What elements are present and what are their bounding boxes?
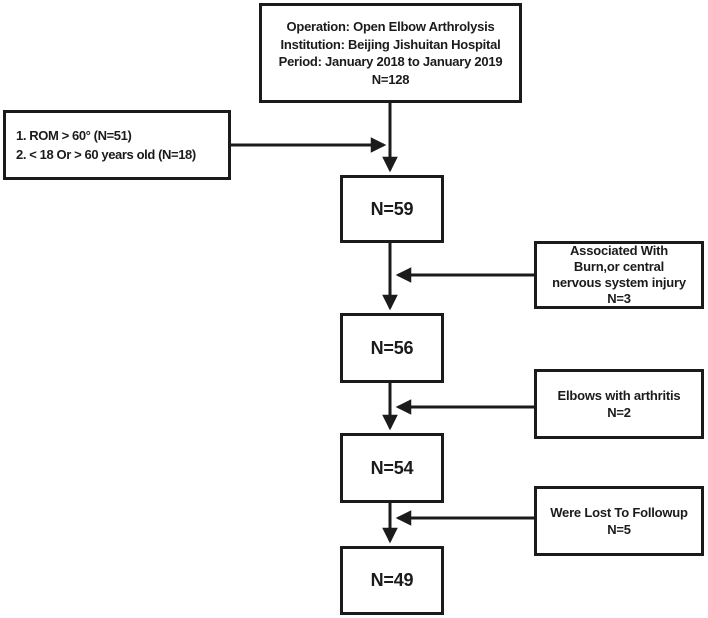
box-n59: N=59 — [340, 175, 444, 243]
exclusion-initial-item-1: 1. ROM > 60° (N=51) — [16, 128, 132, 143]
box-n54: N=54 — [340, 433, 444, 503]
exclusion-arthritis-line-1: Elbows with arthritis — [557, 388, 681, 403]
exclusion-arthritis-count: N=2 — [607, 405, 631, 420]
box-exclusion-followup: Were Lost To Followup N=5 — [534, 486, 704, 556]
n54-label: N=54 — [370, 457, 414, 478]
exclusion-followup-line-1: Were Lost To Followup — [550, 505, 688, 520]
exclusion-followup-count: N=5 — [607, 522, 631, 537]
exclusion-burn-count: N=3 — [607, 291, 631, 306]
box-exclusion-burn: Associated With Burn,or central nervous … — [534, 241, 704, 309]
exclusion-burn-line-2: Burn,or central — [573, 259, 665, 274]
enrollment-institution: Institution: Beijing Jishuitan Hospital — [280, 36, 501, 52]
n56-label: N=56 — [370, 337, 414, 358]
enrollment-period: Period: January 2018 to January 2019 — [278, 54, 503, 69]
enrollment-operation: Operation: Open Elbow Arthrolysis — [286, 19, 495, 34]
enrollment-count: N=128 — [371, 71, 410, 87]
box-exclusion-initial: 1. ROM > 60° (N=51) 2. < 18 Or > 60 year… — [3, 110, 231, 180]
exclusion-burn-line-1: Associated With — [569, 243, 668, 258]
exclusion-burn-line-3: nervous system injury — [552, 275, 686, 290]
box-exclusion-arthritis: Elbows with arthritis N=2 — [534, 369, 704, 439]
n49-label: N=49 — [370, 570, 414, 590]
n59-label: N=59 — [370, 198, 414, 219]
exclusion-initial-item-2: 2. < 18 Or > 60 years old (N=18) — [16, 147, 196, 162]
box-n49: N=49 — [340, 546, 444, 615]
box-n56: N=56 — [340, 313, 444, 383]
box-enrollment: Operation: Open Elbow Arthrolysis Instit… — [259, 3, 522, 103]
